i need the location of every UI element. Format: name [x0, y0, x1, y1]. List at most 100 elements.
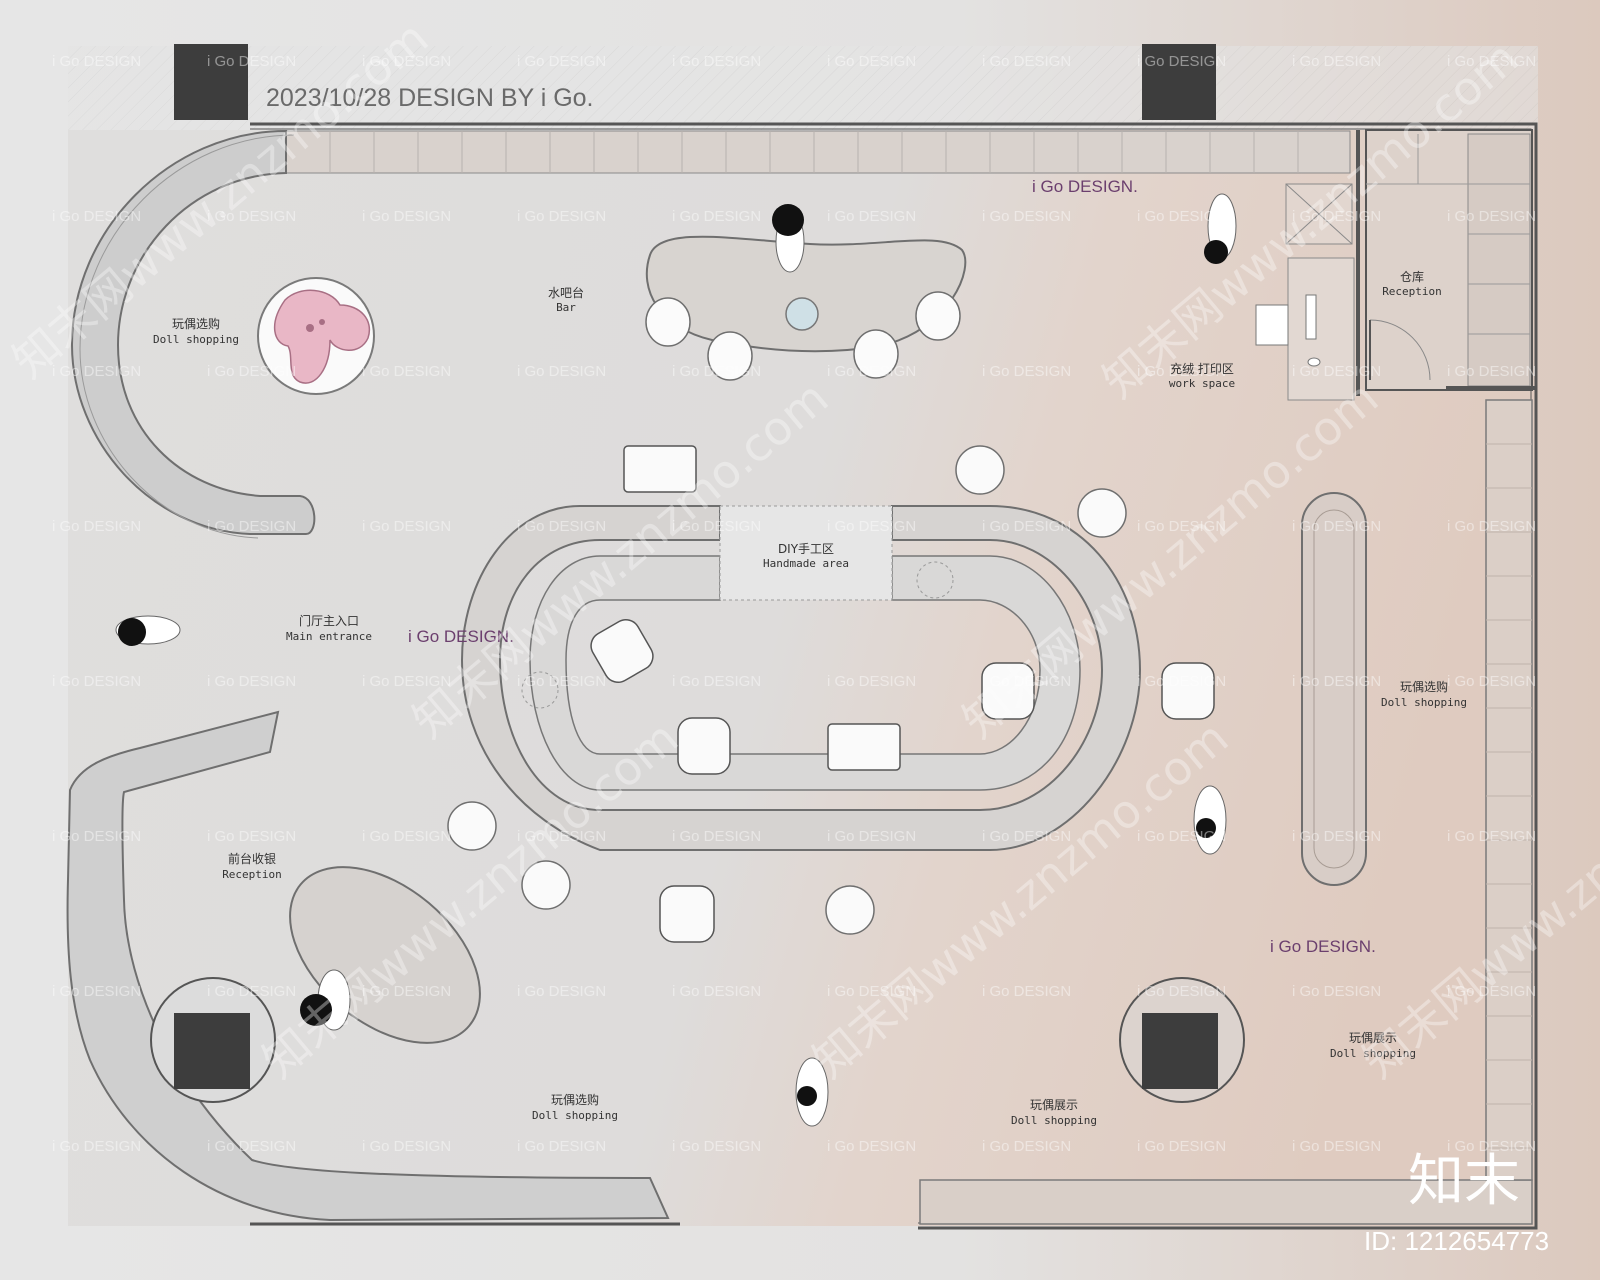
watermark-tile: i Go DESIGN: [517, 363, 606, 380]
svg-text:玩偶展示: 玩偶展示: [1349, 1031, 1397, 1045]
watermark-tile: i Go DESIGN: [1292, 363, 1381, 380]
svg-text:Main entrance: Main entrance: [286, 630, 372, 643]
watermark-tile: i Go DESIGN: [207, 208, 296, 225]
watermark-tile: i Go DESIGN: [982, 983, 1071, 1000]
watermark-tile: i Go DESIGN: [1447, 363, 1536, 380]
svg-text:Doll shopping: Doll shopping: [1011, 1114, 1097, 1127]
person-entrance: [115, 615, 181, 646]
watermark-tile: i Go DESIGN: [1447, 518, 1536, 535]
column-top-left: [174, 44, 248, 120]
zone-label-warehouse: 仓库 Reception: [1382, 269, 1442, 298]
watermark-tile: i Go DESIGN: [827, 1138, 916, 1155]
watermark-tile: i Go DESIGN: [982, 828, 1071, 845]
watermark-tile: i Go DESIGN: [1137, 983, 1226, 1000]
zone-label-doll-shopping-bottom: 玩偶选购 Doll shopping: [532, 1092, 618, 1122]
watermark-tile: i Go DESIGN: [362, 53, 451, 70]
watermark-tile: i Go DESIGN: [52, 1138, 141, 1155]
doll-display-round: [257, 277, 375, 395]
watermark-tile: i Go DESIGN: [827, 983, 916, 1000]
svg-text:水吧台: 水吧台: [548, 285, 584, 300]
watermark-tile: i Go DESIGN: [207, 983, 296, 1000]
watermark-tile: i Go DESIGN: [1137, 363, 1226, 380]
watermark-tile: i Go DESIGN: [672, 363, 761, 380]
watermark-tile: i Go DESIGN: [672, 518, 761, 535]
watermark-tile: i Go DESIGN: [362, 983, 451, 1000]
watermark-tile: i Go DESIGN: [827, 363, 916, 380]
watermark-tile: i Go DESIGN: [1137, 828, 1226, 845]
svg-text:Bar: Bar: [556, 301, 576, 314]
watermark-tile: i Go DESIGN: [1447, 208, 1536, 225]
zone-label-main-entrance: 门厅主入口 Main entrance: [286, 613, 372, 643]
svg-text:前台收银: 前台收银: [228, 851, 276, 866]
svg-text:work space: work space: [1169, 377, 1235, 390]
svg-text:Reception: Reception: [222, 868, 282, 881]
bottom-right-display-counter: [919, 1179, 1533, 1225]
watermark-tile: i Go DESIGN: [517, 518, 606, 535]
watermark-tile: i Go DESIGN: [207, 828, 296, 845]
watermark-tile: i Go DESIGN: [362, 518, 451, 535]
round-stools: [447, 445, 1127, 935]
watermark-tile: i Go DESIGN: [1137, 1138, 1226, 1155]
watermark-tile: i Go DESIGN: [827, 53, 916, 70]
watermark-tile: i Go DESIGN: [207, 518, 296, 535]
svg-text:门厅主入口: 门厅主入口: [299, 613, 359, 628]
structural-columns: [150, 44, 1245, 1103]
image-id: ID: 1212654773: [1364, 1226, 1549, 1256]
work-space-furniture: [1255, 183, 1355, 401]
watermark-tile: i Go DESIGN: [207, 363, 296, 380]
svg-text:Doll shopping: Doll shopping: [1381, 696, 1467, 709]
watermark-tile: i Go DESIGN: [1137, 673, 1226, 690]
zone-label-bar: 水吧台 Bar: [548, 285, 584, 314]
watermark-tile: i Go DESIGN: [52, 518, 141, 535]
curved-counter-inner-edge: [79, 134, 295, 539]
zone-label-doll-display-right: 玩偶展示 Doll shopping: [1330, 1031, 1416, 1060]
watermark-tile: i Go DESIGN: [52, 828, 141, 845]
watermark-tile: i Go DESIGN: [672, 1138, 761, 1155]
watermark-tile: i Go DESIGN: [362, 208, 451, 225]
watermark-tile: i Go DESIGN: [362, 673, 451, 690]
svg-text:Handmade area: Handmade area: [763, 557, 849, 570]
top-display-shelf: [285, 130, 1351, 174]
watermark-tile: i Go DESIGN: [1447, 983, 1536, 1000]
zone-label-doll-shopping-left: 玩偶选购 Doll shopping: [153, 316, 239, 346]
svg-text:仓库: 仓库: [1400, 269, 1424, 284]
right-wall-display-counter: [1485, 399, 1533, 1181]
zone-label-doll-shopping-right: 玩偶选购 Doll shopping: [1381, 679, 1467, 709]
oval-display-island-right: [1301, 492, 1367, 886]
svg-text:Reception: Reception: [1382, 285, 1442, 298]
diy-island: [460, 505, 1142, 851]
watermark-tile: i Go DESIGN: [362, 1138, 451, 1155]
watermark-tile: i Go DESIGN: [1292, 673, 1381, 690]
watermark-tile: i Go DESIGN: [1292, 828, 1381, 845]
armchairs: [590, 618, 1215, 943]
warehouse-room: [1356, 129, 1536, 396]
brand-tag-center: i Go DESIGN.: [408, 627, 514, 646]
zone-label-reception: 前台收银 Reception: [222, 851, 282, 881]
watermark-tile: i Go DESIGN: [517, 673, 606, 690]
watermark-tile: i Go DESIGN: [1137, 518, 1226, 535]
watermark-tile: i Go DESIGN: [982, 518, 1071, 535]
watermark-tile: i Go DESIGN: [52, 208, 141, 225]
watermark-tile: i Go DESIGN: [1137, 53, 1226, 70]
page-title: 2023/10/28 DESIGN BY i Go.: [266, 84, 594, 112]
watermark-tile: i Go DESIGN: [982, 208, 1071, 225]
watermark-tile: i Go DESIGN: [52, 53, 141, 70]
watermark-tile: i Go DESIGN: [1292, 983, 1381, 1000]
column-bottom-left: [174, 1013, 250, 1089]
watermark-tile: i Go DESIGN: [982, 673, 1071, 690]
watermark-tile: i Go DESIGN: [362, 363, 451, 380]
watermark-tile: i Go DESIGN: [1292, 53, 1381, 70]
watermark-tile: i Go DESIGN: [1292, 1138, 1381, 1155]
brand-tag-top: i Go DESIGN.: [1032, 177, 1138, 196]
svg-text:Doll shopping: Doll shopping: [1330, 1047, 1416, 1060]
watermark-tile: i Go DESIGN: [52, 363, 141, 380]
bar-stools: [645, 291, 961, 381]
watermark-tile: i Go DESIGN: [517, 983, 606, 1000]
svg-text:Doll shopping: Doll shopping: [153, 333, 239, 346]
watermark-tile: i Go DESIGN: [827, 673, 916, 690]
watermark-tile: i Go DESIGN: [827, 518, 916, 535]
person-bar: [772, 204, 805, 273]
watermark-tile: i Go DESIGN: [1447, 1138, 1536, 1155]
watermark-tile: i Go DESIGN: [1447, 53, 1536, 70]
zone-label-doll-display-bottom: 玩偶展示 Doll shopping: [1011, 1098, 1097, 1127]
